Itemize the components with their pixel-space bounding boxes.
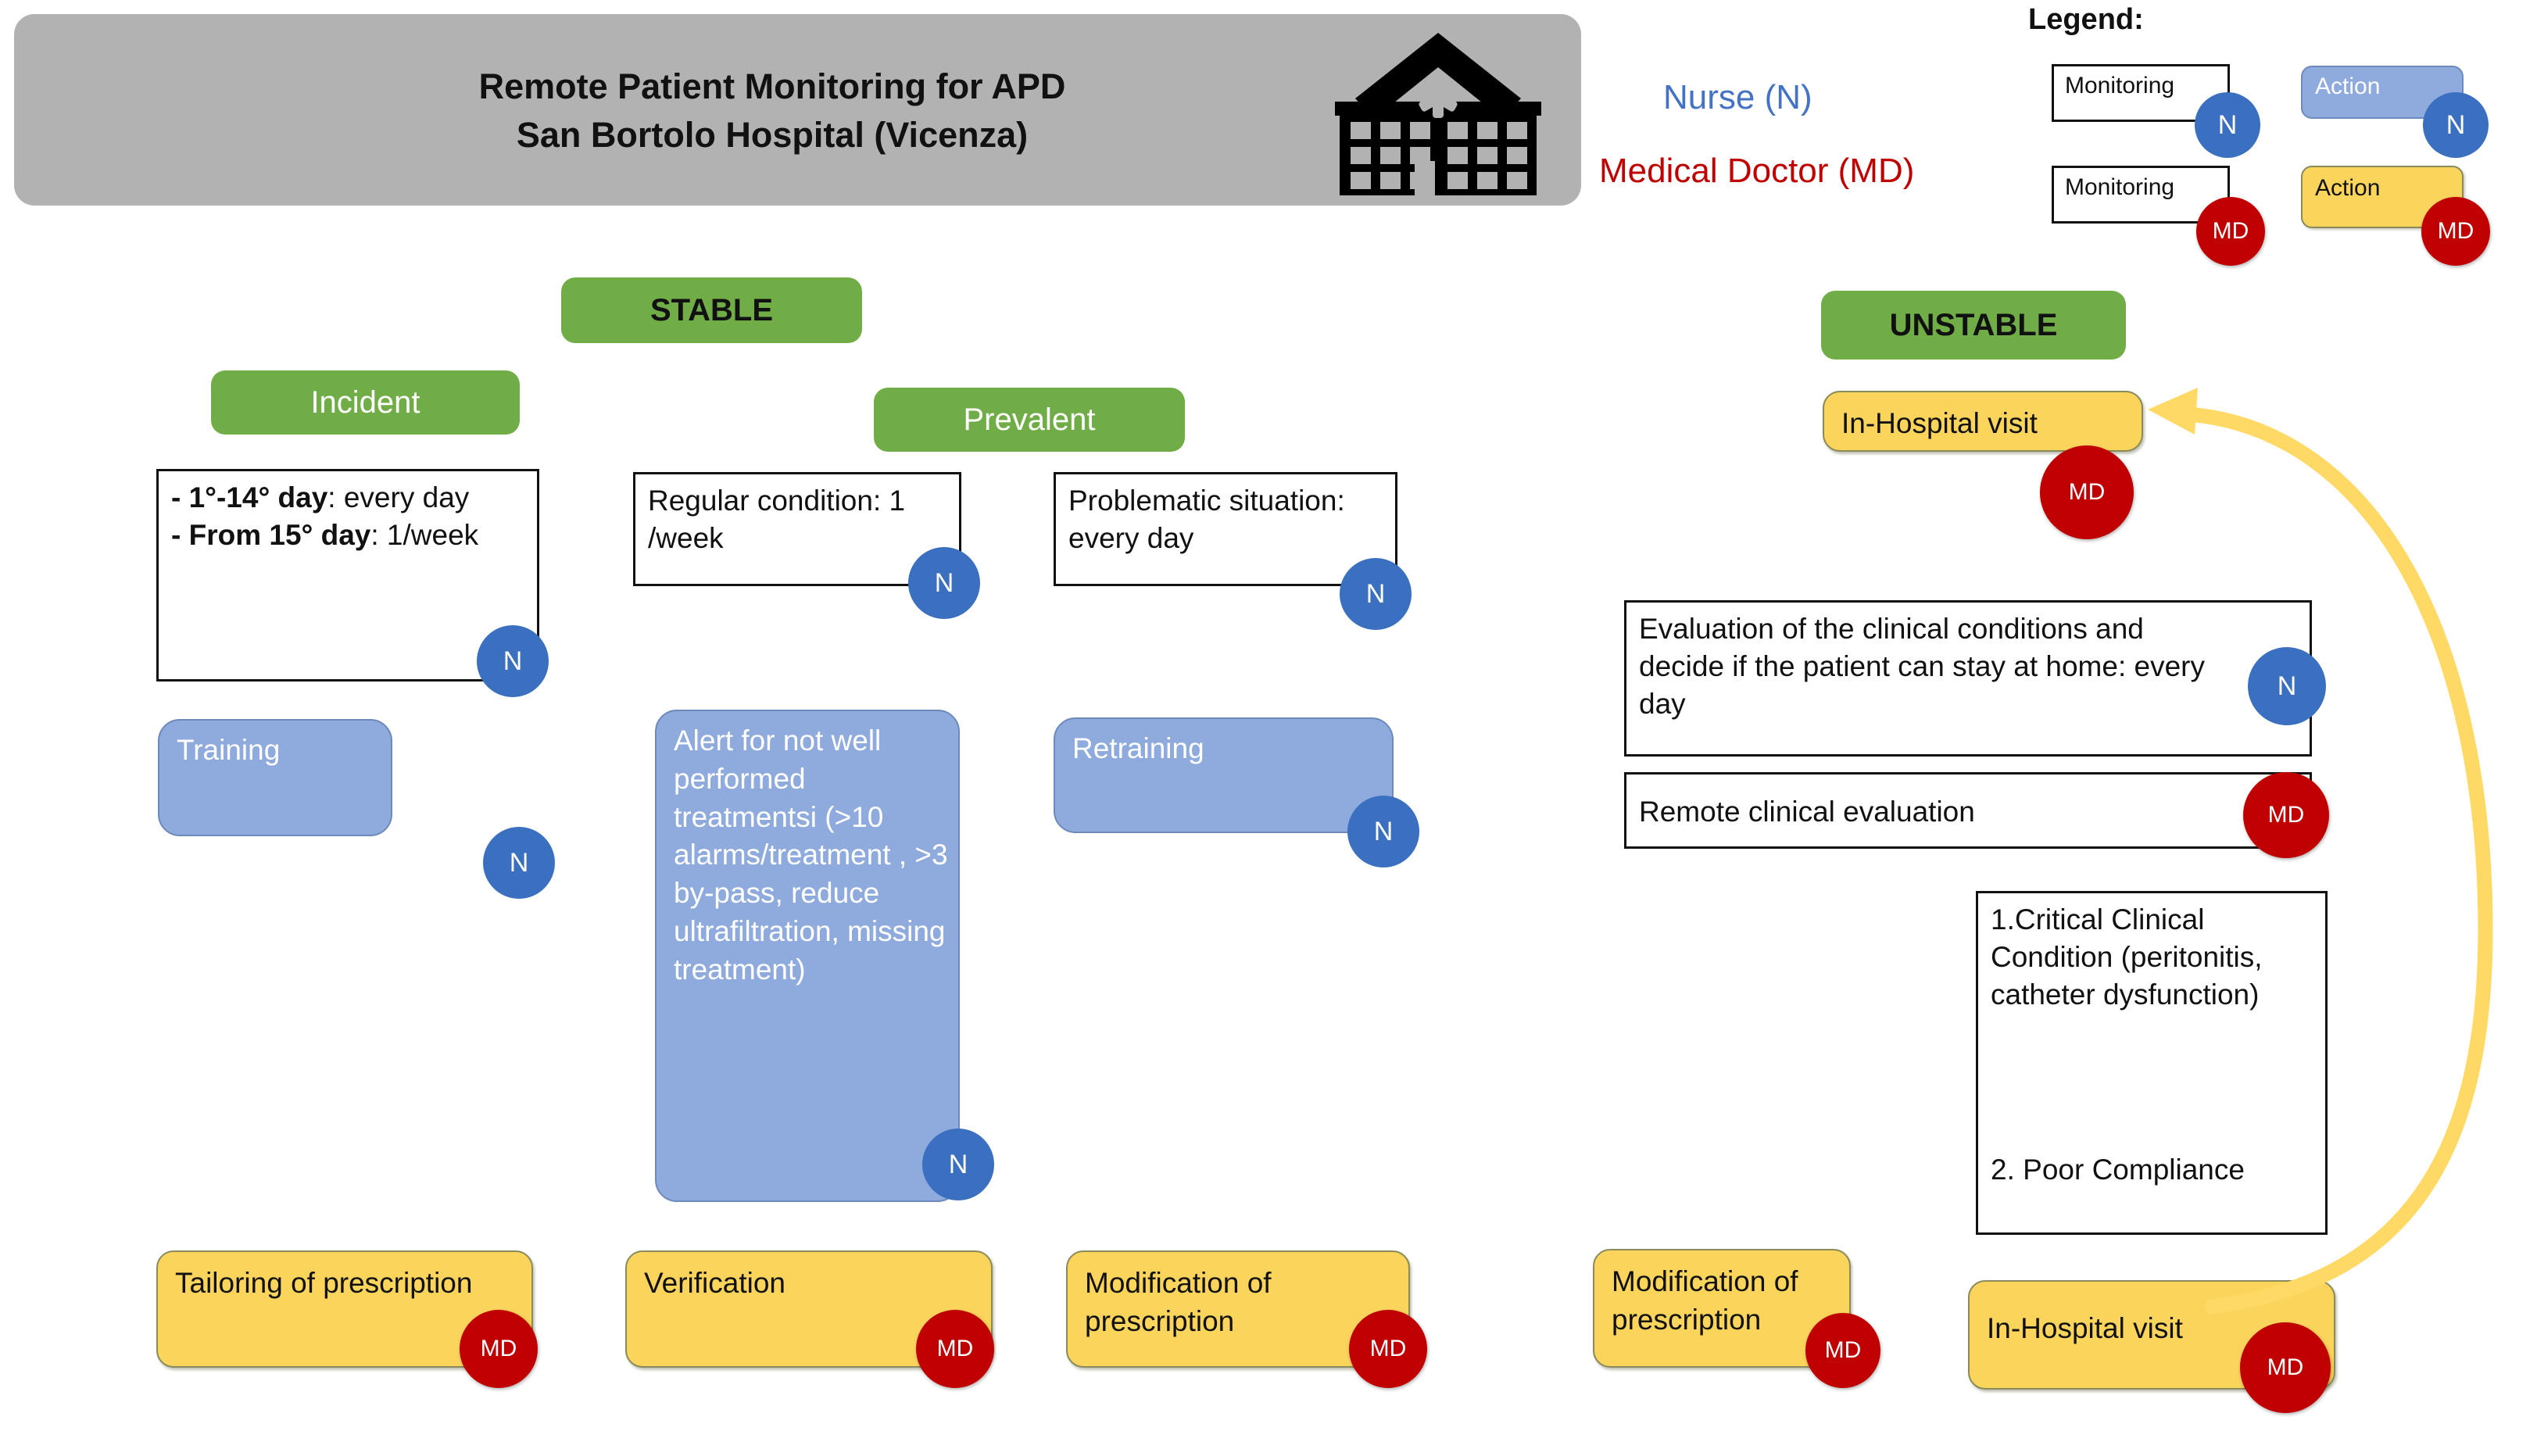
badge-nurse-legend-monitoring: N	[2195, 92, 2260, 158]
legend-monitoring-nurse-label: Monitoring	[2065, 73, 2175, 98]
legend-role-nurse: Nurse (N)	[1663, 78, 1812, 116]
legend-role-md: Medical Doctor (MD)	[1599, 152, 1915, 190]
remote-evaluation-text: Remote clinical evaluation	[1639, 796, 1975, 828]
modification-label-stable: Modification of prescription	[1085, 1267, 1272, 1337]
badge-md-in-hospital-visit-top: MD	[2040, 445, 2134, 539]
badge-n-alert: N	[922, 1129, 994, 1200]
badge-n-retraining: N	[1347, 796, 1419, 868]
remote-evaluation-box: Remote clinical evaluation	[1624, 772, 2312, 849]
prevalent-heading: Prevalent	[874, 388, 1185, 452]
in-hospital-visit-top-box: In-Hospital visit	[1823, 391, 2143, 452]
badge-md-legend-action: MD	[2421, 197, 2490, 266]
modification-action-box-unstable: Modification of prescription	[1593, 1249, 1851, 1368]
prevalent-regular-text: Regular condition: 1 /week	[648, 485, 906, 555]
in-hospital-visit-top-label: In-Hospital visit	[1841, 407, 2038, 439]
criteria-box: 1.Critical Clinical Condition (peritonit…	[1976, 891, 2328, 1235]
incident-heading: Incident	[211, 370, 520, 435]
stable-heading: STABLE	[561, 277, 862, 343]
training-action-box: Training	[158, 719, 392, 836]
modification-label-unstable: Modification of prescription	[1612, 1265, 1798, 1336]
incident-line2-bold: - From 15° day	[171, 519, 371, 552]
incident-line1-rest: : every day	[327, 481, 470, 513]
title-line-1: Remote Patient Monitoring for APD	[478, 66, 1066, 106]
training-label: Training	[177, 734, 281, 766]
header-banner: Remote Patient Monitoring for APD San Bo…	[14, 14, 1581, 206]
hospital-icon	[1335, 33, 1541, 195]
badge-md-in-hospital-visit-bottom: MD	[2240, 1322, 2331, 1413]
in-hospital-visit-bottom-label: In-Hospital visit	[1987, 1312, 2183, 1344]
criteria-item-1: 1.Critical Clinical Condition (peritonit…	[1991, 903, 2263, 1011]
badge-n-training: N	[483, 827, 555, 899]
title-line-2: San Bortolo Hospital (Vicenza)	[516, 115, 1029, 156]
badge-md-legend-monitoring: MD	[2196, 197, 2265, 266]
badge-n-prevalent-regular: N	[908, 547, 980, 619]
prevalent-regular-box: Regular condition: 1 /week	[633, 472, 961, 586]
prevalent-problematic-box: Problematic situation: every day	[1054, 472, 1397, 586]
badge-n-prevalent-problematic: N	[1340, 558, 1412, 630]
page-title: Remote Patient Monitoring for APD San Bo…	[264, 63, 1280, 159]
badge-nurse-legend-action: N	[2423, 92, 2489, 158]
alert-action-box: Alert for not well performed treatmentsi…	[655, 710, 960, 1202]
evaluation-text: Evaluation of the clinical conditions an…	[1639, 613, 2205, 721]
badge-md-verification: MD	[916, 1310, 994, 1388]
badge-n-evaluation: N	[2248, 647, 2326, 725]
alert-label: Alert for not well performed treatmentsi…	[674, 724, 948, 986]
incident-monitoring-box: - 1°-14° day: every day - From 15° day: …	[156, 469, 539, 681]
unstable-heading: UNSTABLE	[1821, 291, 2126, 360]
legend-monitoring-md-label: Monitoring	[2065, 174, 2175, 200]
incident-line1-bold: - 1°-14° day	[171, 481, 328, 513]
tailoring-action-box: Tailoring of prescription	[156, 1250, 533, 1368]
badge-md-modification-unstable: MD	[1805, 1313, 1880, 1388]
verification-label: Verification	[644, 1267, 785, 1299]
tailoring-label: Tailoring of prescription	[175, 1267, 473, 1299]
badge-md-remote-evaluation: MD	[2243, 772, 2329, 858]
badge-n-incident-monitoring: N	[477, 625, 549, 697]
incident-monitoring-text: - 1°-14° day: every day - From 15° day: …	[171, 479, 529, 554]
legend-action-nurse-label: Action	[2315, 73, 2381, 99]
incident-line2-rest: : 1/week	[370, 519, 479, 552]
evaluation-box: Evaluation of the clinical conditions an…	[1624, 600, 2312, 757]
retraining-action-box: Retraining	[1054, 717, 1394, 833]
prevalent-problematic-text: Problematic situation: every day	[1068, 485, 1345, 555]
retraining-label: Retraining	[1072, 732, 1204, 764]
badge-md-modification-stable: MD	[1349, 1310, 1427, 1388]
legend-title: Legend:	[2028, 3, 2144, 36]
badge-md-tailoring: MD	[460, 1310, 538, 1388]
criteria-item-2: 2. Poor Compliance	[1991, 1154, 2245, 1186]
legend-action-md-label: Action	[2315, 175, 2381, 201]
